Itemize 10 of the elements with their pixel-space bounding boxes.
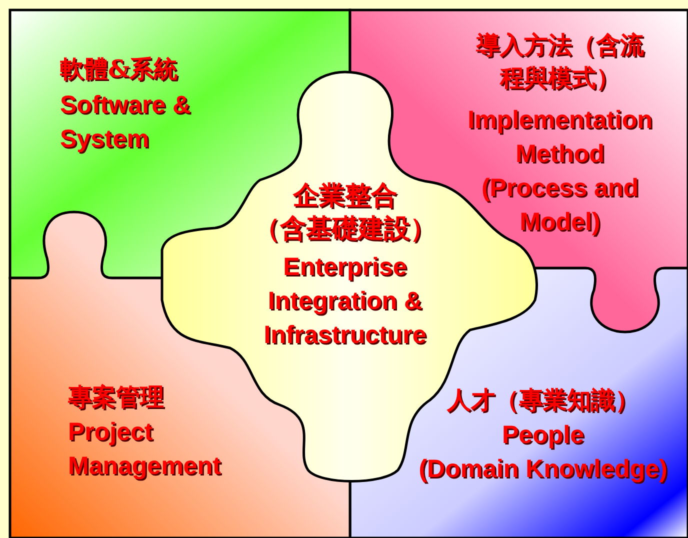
english-title: Implementation Method (Process and Model) [466, 105, 654, 238]
chinese-title: 人才（專業知識） [446, 384, 640, 416]
english-title: People (Domain Knowledge) [418, 420, 668, 485]
english-title: Software & System [60, 90, 192, 155]
chinese-title: 企業整合（含基礎建設） [253, 180, 437, 246]
chinese-title: 軟體&系統 [60, 53, 179, 85]
chinese-title: 導入方法（含流程與模式） [475, 29, 645, 94]
english-title: Enterprise Integration & Infrastructure [262, 252, 428, 351]
chinese-title: 專案管理 [68, 381, 165, 413]
english-title: Project Management [68, 417, 222, 482]
